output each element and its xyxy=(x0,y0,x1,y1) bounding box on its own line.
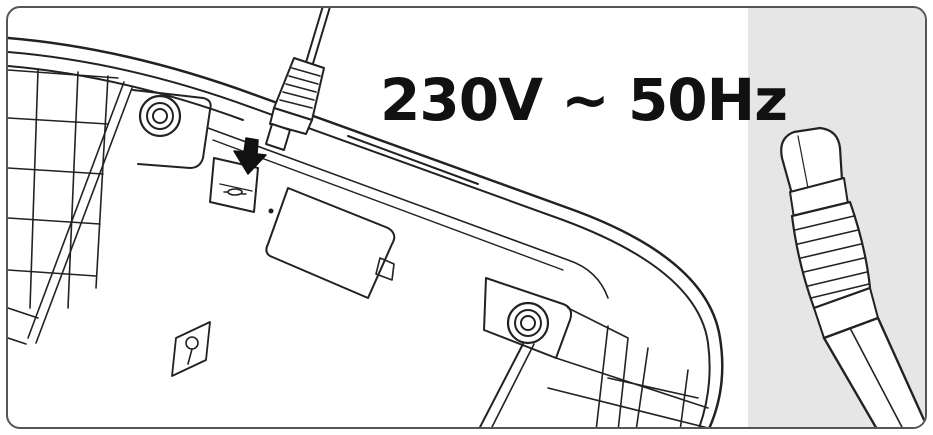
left-ribs xyxy=(8,69,133,345)
keyhole-icon xyxy=(171,321,211,377)
plug-closeup xyxy=(780,126,925,427)
down-arrow-icon xyxy=(233,137,267,175)
voltage-rating-label: 230V ~ 50Hz xyxy=(380,66,788,134)
illustration-frame: 230V ~ 50Hz xyxy=(6,6,927,429)
dc-power-plug-icon xyxy=(265,8,331,151)
left-screw-boss xyxy=(132,89,212,169)
battery-cover xyxy=(265,187,396,299)
right-screw-boss xyxy=(478,277,573,427)
bottom-ribs xyxy=(547,307,709,427)
device-underside-drawing xyxy=(8,8,925,427)
